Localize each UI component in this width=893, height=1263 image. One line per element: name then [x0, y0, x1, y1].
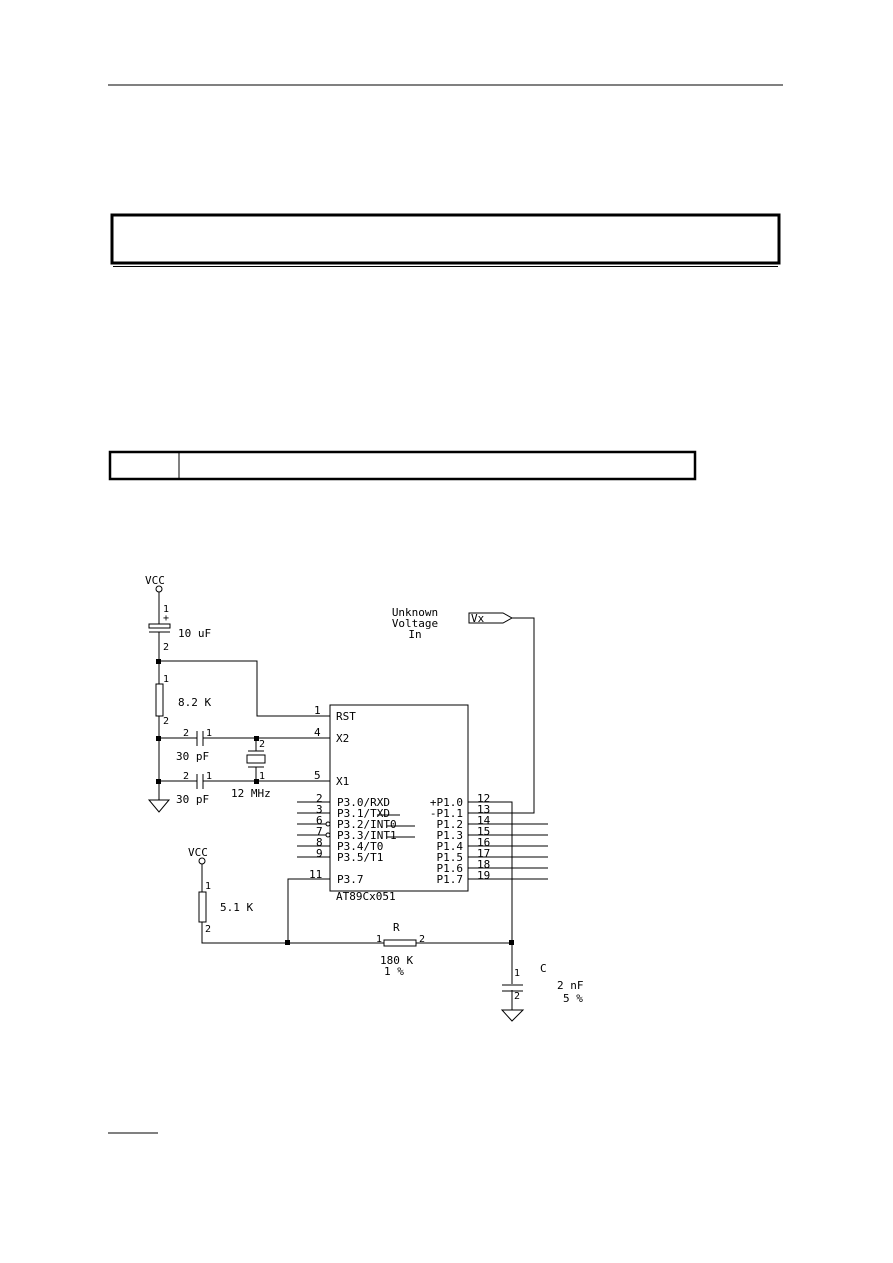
pin-label: P1.2: [437, 818, 464, 831]
resistor-r-name: R: [393, 921, 400, 934]
resistor-8k2: [155, 683, 164, 717]
capacitor-30pf-value: 30 pF: [176, 750, 209, 763]
junction-dot: [509, 940, 514, 945]
pin-number: 16: [477, 836, 490, 849]
pin-number: 1: [163, 674, 169, 685]
pin-number: 17: [477, 847, 490, 860]
pin-label: P3.1/TXD: [337, 807, 390, 820]
title-box: [110, 213, 781, 265]
pin-label: P3.3/INT1: [337, 829, 397, 842]
pin-number: 13: [477, 803, 490, 816]
pin-label: P1.5: [437, 851, 464, 864]
crystal: [246, 754, 266, 764]
pin-number: 1: [314, 704, 321, 717]
input-description: In: [408, 628, 421, 641]
pin-label: P1.7: [437, 873, 464, 886]
pin-number: 2: [316, 792, 323, 805]
pin-label: P3.7: [337, 873, 364, 886]
pin-number: 8: [316, 836, 323, 849]
pin-number: 14: [477, 814, 491, 827]
pin-number: 2: [259, 739, 265, 750]
pin-label: P3.5/T1: [337, 851, 383, 864]
pin-number: 9: [316, 847, 323, 860]
capacitor-c-gap: [511, 986, 514, 990]
pin-label: -P1.1: [430, 807, 463, 820]
polarity-mark: +: [163, 613, 169, 624]
pin-label: P1.3: [437, 829, 464, 842]
resistor-r: [383, 939, 417, 947]
capacitor-c-name: C: [540, 962, 547, 975]
ground-icon: [500, 1009, 525, 1022]
input-port-flag: [468, 612, 514, 624]
pin-number: 11: [309, 868, 322, 881]
junction-dot: [285, 940, 290, 945]
wire: [201, 922, 384, 944]
vcc-label: VCC: [188, 846, 208, 859]
pin-number: 15: [477, 825, 490, 838]
capacitor-30pf-value: 30 pF: [176, 793, 209, 806]
input-description: Unknown: [392, 606, 438, 619]
pin-label: RST: [336, 710, 356, 723]
pin-label: P1.6: [437, 862, 464, 875]
pin-number: 2: [163, 642, 169, 653]
junction-dot: [156, 736, 161, 741]
junction-dot: [156, 659, 161, 664]
pin-number: 2: [163, 716, 169, 727]
pin-number: 7: [316, 825, 323, 838]
pin-number: 19: [477, 869, 490, 882]
resistor-8k2-value: 8.2 K: [178, 696, 211, 709]
pin-label: X2: [336, 732, 349, 745]
pin-number: 2: [514, 991, 520, 1002]
pin-number: 12: [477, 792, 490, 805]
pin-number: 1: [163, 604, 169, 615]
pin-number: 2: [183, 771, 189, 782]
pin-number: 1: [376, 934, 382, 945]
chip-body: [329, 704, 469, 892]
pin-number: 4: [314, 726, 321, 739]
junction-dot: [156, 779, 161, 784]
junction-dot: [254, 779, 259, 784]
pin-number: 18: [477, 858, 490, 871]
pin-number: 6: [316, 814, 323, 827]
inversion-bubble: [325, 832, 331, 838]
schematic: VCC 1 + 10 uF 2 1 2 8.2 K 2 1 30 pF 2 1 …: [145, 574, 584, 1022]
capacitor-c-value: 2 nF: [557, 979, 584, 992]
crystal-value: 12 MHz: [231, 787, 271, 800]
pin-number: 1: [206, 728, 212, 739]
wire: [159, 660, 330, 717]
capacitor-c-tolerance: 5 %: [563, 992, 583, 1005]
input-port-label: Vx: [471, 612, 485, 625]
chip-name: AT89Cx051: [336, 890, 396, 903]
pin-label: P1.4: [437, 840, 464, 853]
section-box: [108, 450, 697, 481]
ground-icon: [147, 799, 171, 813]
pin-number: 3: [316, 803, 323, 816]
input-description: Voltage: [392, 617, 438, 630]
p3-pins: [287, 801, 415, 943]
resistor-r-value: 180 K: [380, 954, 413, 967]
pin-label: P3.4/T0: [337, 840, 383, 853]
resistor-r-tolerance: 1 %: [384, 965, 404, 978]
pin-label: X1: [336, 775, 349, 788]
pin-number: 1: [514, 968, 520, 979]
capacitor-10uf-plate: [148, 623, 171, 629]
pin-number: 2: [419, 934, 425, 945]
vcc-label: VCC: [145, 574, 165, 587]
pin-number: 1: [259, 771, 265, 782]
pin-number: 2: [183, 728, 189, 739]
resistor-5k1-value: 5.1 K: [220, 901, 253, 914]
pin-number: 1: [205, 881, 211, 892]
resistor-5k1: [198, 891, 207, 923]
pin-number: 2: [205, 924, 211, 935]
pin-number: 1: [206, 771, 212, 782]
inversion-bubble: [325, 821, 331, 827]
pin-number: 5: [314, 769, 321, 782]
capacitor-10uf-value: 10 uF: [178, 627, 211, 640]
pin-label: +P1.0: [430, 796, 463, 809]
pin-label: P3.0/RXD: [337, 796, 390, 809]
pin-label: P3.2/INT0: [337, 818, 397, 831]
